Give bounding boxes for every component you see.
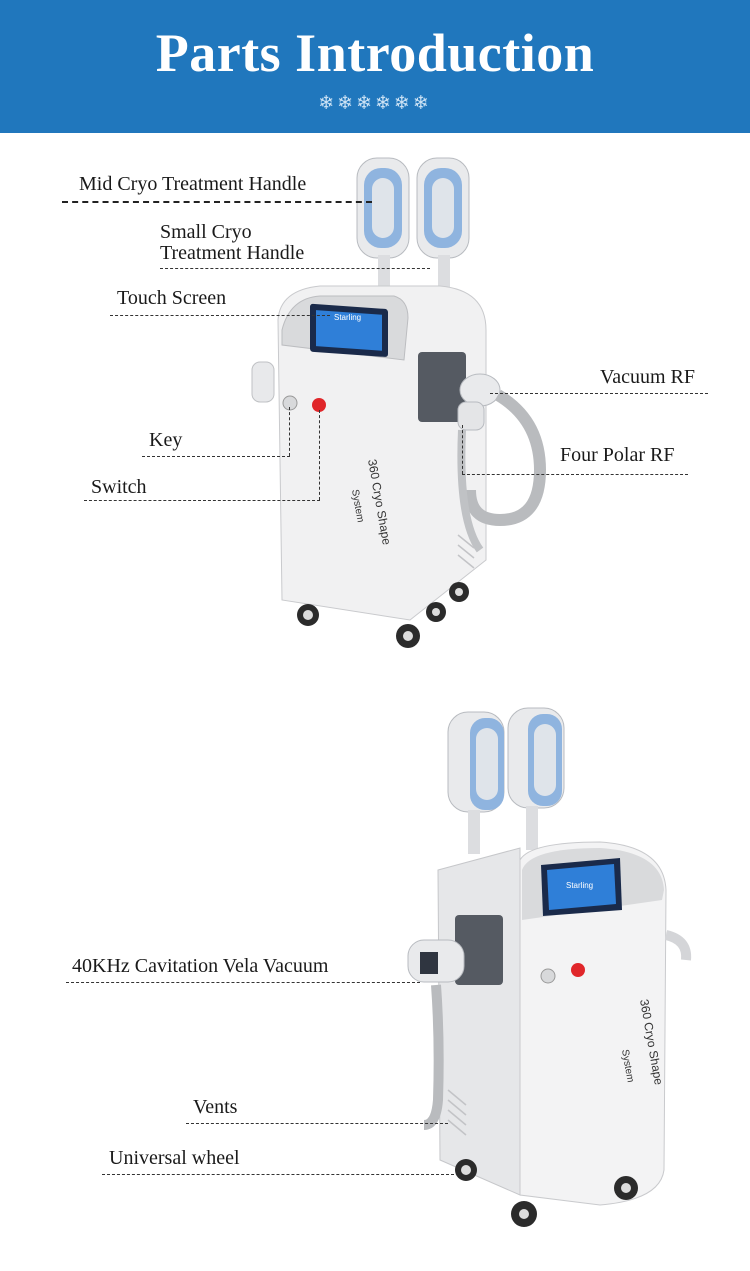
cryo-handle-image xyxy=(447,711,505,854)
leader-line xyxy=(160,268,430,269)
leader-line xyxy=(62,201,372,203)
cryo-handle-image xyxy=(507,707,565,850)
cryo-machine-front-image: 360 Cryo Shape System Starling xyxy=(251,157,547,648)
leader-line xyxy=(186,1123,448,1124)
label-touch-screen: Touch Screen xyxy=(117,287,227,309)
leader-line xyxy=(319,410,320,500)
label-switch: Switch xyxy=(91,476,147,498)
mid-cryo-handle-image xyxy=(356,157,410,295)
leader-line xyxy=(462,474,688,475)
label-small-cryo-handle-line2: Treatment Handle xyxy=(160,242,305,264)
header-banner: Parts Introduction ❄❄❄❄❄❄ xyxy=(0,0,750,133)
leader-line xyxy=(110,315,330,316)
leader-line xyxy=(84,500,320,501)
label-four-polar-rf: Four Polar RF xyxy=(560,444,675,466)
label-mid-cryo-handle: Mid Cryo Treatment Handle xyxy=(79,173,307,195)
cryo-machine-side-image: 360 Cryo Shape System Starling xyxy=(407,707,692,1227)
snowflake-decoration-icon: ❄❄❄❄❄❄ xyxy=(318,92,432,114)
label-universal-wheel: Universal wheel xyxy=(109,1147,240,1169)
label-vents: Vents xyxy=(193,1096,238,1118)
label-small-cryo-handle-line1: Small Cryo xyxy=(160,221,252,243)
leader-line xyxy=(102,1174,454,1175)
label-key: Key xyxy=(149,429,183,451)
label-cavitation-vacuum: 40KHz Cavitation Vela Vacuum xyxy=(72,955,329,977)
leader-line xyxy=(142,456,290,457)
leader-line xyxy=(462,425,463,474)
label-vacuum-rf: Vacuum RF xyxy=(600,366,695,388)
leader-line xyxy=(66,982,420,983)
leader-line xyxy=(490,393,708,394)
screen-text: Starling xyxy=(334,313,361,322)
leader-line xyxy=(289,407,290,456)
page-title: Parts Introduction xyxy=(155,23,595,83)
screen-text: Starling xyxy=(566,881,593,890)
small-cryo-handle-image xyxy=(416,157,470,295)
